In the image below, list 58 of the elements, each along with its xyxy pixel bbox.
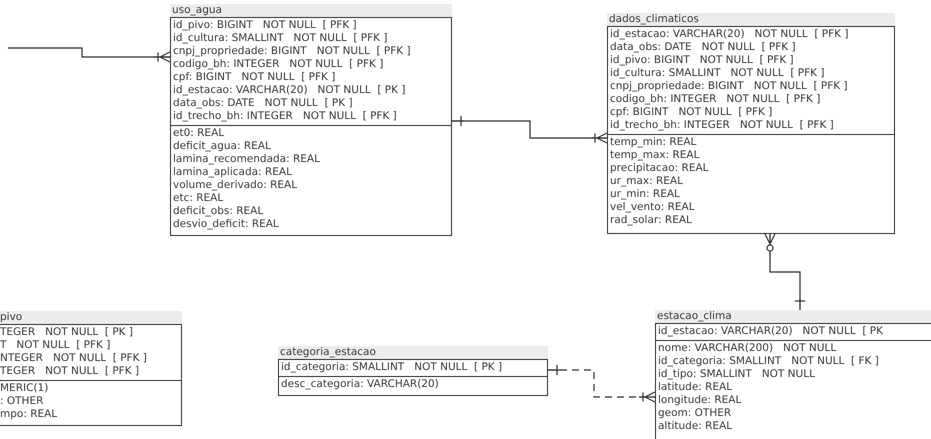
attribute-column: altitude: REAL bbox=[658, 420, 931, 433]
table-name: dados_climaticos bbox=[609, 13, 699, 26]
attribute-column: temp_max: REAL bbox=[610, 149, 892, 162]
table-name: categoria_estacao bbox=[280, 346, 376, 359]
relationship-line bbox=[8, 47, 171, 63]
attribute-column: desc_categoria: VARCHAR(20) bbox=[281, 378, 545, 391]
key-column: NTEGER NOT NULL [ PFK ] bbox=[0, 352, 179, 365]
attribute-column: lamina_aplicada: REAL bbox=[173, 166, 449, 179]
key-column: data_obs: DATE NOT NULL [ PK ] bbox=[173, 97, 449, 110]
table-name: pivo bbox=[0, 311, 22, 324]
key-column: id_estacao: VARCHAR(20) NOT NULL [ PK ] bbox=[173, 84, 449, 97]
key-column: id_cultura: SMALLINT NOT NULL [ PFK ] bbox=[173, 32, 449, 45]
key-column: id_estacao: VARCHAR(20) NOT NULL [ PFK ] bbox=[610, 28, 892, 41]
relationship-line bbox=[547, 364, 656, 403]
attribute-column: nome: VARCHAR(200) NOT NULL bbox=[658, 342, 931, 355]
attribute-column: precipitacao: REAL bbox=[610, 162, 892, 175]
attribute-column: : OTHER bbox=[0, 395, 179, 408]
relationship-line bbox=[764, 233, 806, 311]
attribute-column: id_tipo: SMALLINT NOT NULL bbox=[658, 368, 931, 381]
key-column: id_cultura: SMALLINT NOT NULL [ PFK ] bbox=[610, 67, 892, 80]
attribute-column: volume_derivado: REAL bbox=[173, 179, 449, 192]
table-name: estacao_clima bbox=[657, 310, 732, 323]
key-column: codigo_bh: INTEGER NOT NULL [ PFK ] bbox=[610, 93, 892, 106]
attribute-column: deficit_agua: REAL bbox=[173, 140, 449, 153]
key-column: id_estacao: VARCHAR(20) NOT NULL [ PK bbox=[658, 325, 931, 338]
key-column: cpf: BIGINT NOT NULL [ PFK ] bbox=[610, 106, 892, 119]
relationship-line bbox=[451, 115, 608, 144]
attribute-column: id_categoria: SMALLINT NOT NULL [ FK ] bbox=[658, 355, 931, 368]
attribute-column: longitude: REAL bbox=[658, 394, 931, 407]
key-column: id_pivo: BIGINT NOT NULL [ PFK ] bbox=[610, 54, 892, 67]
attribute-column: MERIC(1) bbox=[0, 382, 179, 395]
key-column: id_categoria: SMALLINT NOT NULL [ PK ] bbox=[281, 361, 545, 374]
key-column: id_pivo: BIGINT NOT NULL [ PFK ] bbox=[173, 19, 449, 32]
attribute-column: latitude: REAL bbox=[658, 381, 931, 394]
attribute-column: mpo: REAL bbox=[0, 408, 179, 421]
key-column: data_obs: DATE NOT NULL [ PFK ] bbox=[610, 41, 892, 54]
key-column: TEGER NOT NULL [ PK ] bbox=[0, 326, 179, 339]
attribute-column: ur_min: REAL bbox=[610, 188, 892, 201]
attribute-column: vel_vento: REAL bbox=[610, 201, 892, 214]
key-column: TEGER NOT NULL [ PFK ] bbox=[0, 365, 179, 378]
attribute-column: et0: REAL bbox=[173, 127, 449, 140]
attribute-column: ur_max: REAL bbox=[610, 175, 892, 188]
attribute-column: rad_solar: REAL bbox=[610, 214, 892, 227]
attribute-column: lamina_recomendada: REAL bbox=[173, 153, 449, 166]
key-column: id_trecho_bh: INTEGER NOT NULL [ PFK ] bbox=[173, 110, 449, 123]
key-column: T NOT NULL [ PFK ] bbox=[0, 339, 179, 352]
key-column: codigo_bh: INTEGER NOT NULL [ PFK ] bbox=[173, 58, 449, 71]
attribute-column: desvio_deficit: REAL bbox=[173, 218, 449, 231]
table-name: uso_agua bbox=[172, 4, 222, 17]
entity-table bbox=[278, 346, 548, 396]
attribute-column: deficit_obs: REAL bbox=[173, 205, 449, 218]
key-column: cnpj_propriedade: BIGINT NOT NULL [ PFK ] bbox=[173, 45, 449, 58]
attribute-column: geom: OTHER bbox=[658, 407, 931, 420]
attribute-column: etc: REAL bbox=[173, 192, 449, 205]
key-column: cpf: BIGINT NOT NULL [ PFK ] bbox=[173, 71, 449, 84]
key-column: id_trecho_bh: INTEGER NOT NULL [ PFK ] bbox=[610, 119, 892, 132]
key-column: cnpj_propriedade: BIGINT NOT NULL [ PFK ] bbox=[610, 80, 892, 93]
attribute-column: temp_min: REAL bbox=[610, 136, 892, 149]
